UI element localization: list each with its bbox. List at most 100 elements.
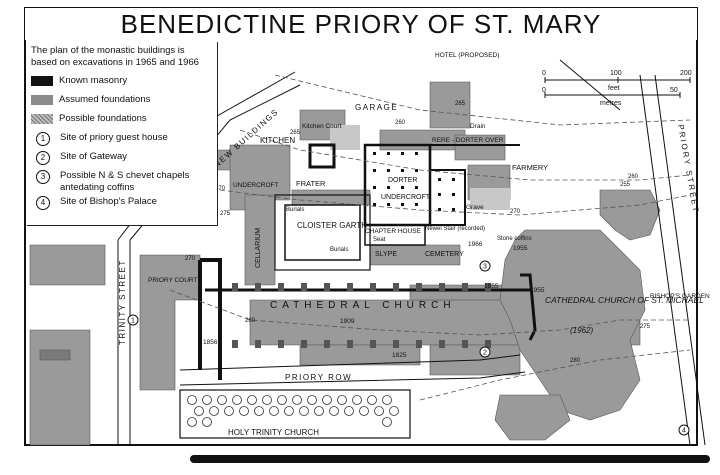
tree-symbol (322, 395, 332, 405)
column-base (401, 186, 404, 189)
column-base (373, 152, 376, 155)
year-1909: 1909 (340, 318, 355, 325)
nave-pier (462, 340, 468, 348)
legend-label: Assumed foundations (59, 94, 151, 105)
tree-symbol (194, 406, 204, 416)
label-holy-trinity: HOLY TRINITY CHURCH (228, 428, 319, 437)
nave-pier (324, 340, 330, 348)
nave-pier (462, 283, 468, 291)
known-masonry-swatch (31, 76, 53, 86)
assumed-foundations-swatch (31, 95, 53, 105)
label-cathedral-michael: CATHEDRAL CHURCH OF ST. MICHAEL (545, 295, 704, 305)
legend-item-known: Known masonry (31, 75, 213, 94)
contour-280-b: 280 (570, 358, 581, 364)
scale-feet-0: 0 (542, 70, 546, 77)
column-base (373, 169, 376, 172)
label-slype: SLYPE (375, 251, 397, 258)
label-cathedral-church: CATHEDRAL CHURCH (270, 300, 456, 311)
year-1825: 1825 (392, 352, 407, 359)
tree-symbol (344, 406, 354, 416)
tree-symbol (187, 395, 197, 405)
tree-symbol (239, 406, 249, 416)
assumed-foundations (29, 81, 661, 446)
label-seat: Seat (373, 237, 386, 243)
label-newel-stair: Newel Stair (recorded) (425, 226, 485, 232)
label-bishops-garden: BISHOP'S GARDEN (650, 293, 710, 300)
year-1955-a: 1955 (513, 245, 528, 252)
tree-symbol (232, 395, 242, 405)
column-base (415, 169, 418, 172)
tree-symbol (202, 417, 212, 427)
contour-265-b: 265 (455, 101, 466, 107)
nave-pier (301, 283, 307, 291)
column-base (438, 193, 441, 196)
tree-symbol (307, 395, 317, 405)
nave-pier (416, 283, 422, 291)
contour-255: 255 (620, 182, 631, 188)
tree-symbol (337, 395, 347, 405)
tree-symbol (367, 395, 377, 405)
label-priory-court: PRIORY COURT (148, 277, 198, 284)
legend-item-1: 1 Site of priory guest house (31, 132, 213, 151)
legend-item-2: 2 Site of Gateway (31, 151, 213, 170)
contour-260: 260 (395, 120, 406, 126)
label-burials-1: Burials (286, 207, 304, 213)
tree-symbol (277, 395, 287, 405)
contour-270: 270 (215, 186, 226, 192)
site-markers (127, 260, 690, 436)
label-trinity-street: TRINITY STREET (118, 259, 127, 345)
tree-symbol (262, 395, 272, 405)
tree-symbol (254, 406, 264, 416)
column-base (373, 203, 376, 206)
label-priory-row: PRIORY ROW (285, 373, 352, 382)
scale-metres-0: 0 (542, 87, 546, 94)
year-1966: 1966 (468, 241, 483, 248)
scale-feet-200: 200 (680, 70, 692, 77)
column-base (452, 208, 455, 211)
tree-symbol (217, 395, 227, 405)
tree-symbol (202, 395, 212, 405)
nave-pier (324, 283, 330, 291)
column-base (373, 186, 376, 189)
label-dorter: DORTER (388, 177, 417, 184)
label-cemetery: CEMETERY (425, 251, 464, 258)
monastic-building-outlines (198, 143, 537, 380)
legend-item-assumed: Assumed foundations (31, 94, 213, 113)
nave-pier (485, 283, 491, 291)
number-2-icon: 2 (36, 151, 50, 165)
column-base (452, 178, 455, 181)
tree-symbol (269, 406, 279, 416)
nave-pier (485, 340, 491, 348)
nave-pier (393, 340, 399, 348)
tree-symbol (247, 395, 257, 405)
tree-symbol (382, 417, 392, 427)
label-stone-coffins: Stone coffins (497, 236, 532, 242)
legend-item-3: 3 Possible N & S chevet chapels antedati… (31, 170, 213, 196)
contour-275: 275 (220, 211, 231, 217)
label-garage: GARAGE (355, 103, 398, 112)
label-cloister-garth: CLOISTER GARTH (297, 221, 367, 230)
legend-item-4: 4 Site of Bishop's Palace (31, 196, 213, 215)
label-kitchen: KITCHEN (260, 136, 295, 145)
tree-symbol (382, 395, 392, 405)
tree-symbol (299, 406, 309, 416)
label-frater: FRATER (296, 179, 326, 188)
marker-4-num: 4 (682, 428, 686, 435)
number-1-icon: 1 (36, 132, 50, 146)
column-base (387, 169, 390, 172)
nave-pier (347, 283, 353, 291)
bottom-scroll-bar[interactable] (190, 455, 710, 463)
nave-pier (416, 340, 422, 348)
number-3-icon: 3 (36, 170, 50, 184)
column-base (415, 203, 418, 206)
nave-pier (232, 283, 238, 291)
nave-piers (232, 283, 491, 348)
marker-1-num: 1 (131, 318, 135, 325)
column-base (438, 208, 441, 211)
tree-symbol (292, 395, 302, 405)
marker-2-num: 2 (483, 350, 487, 357)
tree-symbol (224, 406, 234, 416)
undercroft-columns (373, 152, 455, 211)
nave-pier (370, 283, 376, 291)
contour-270-c: 270 (185, 256, 196, 262)
